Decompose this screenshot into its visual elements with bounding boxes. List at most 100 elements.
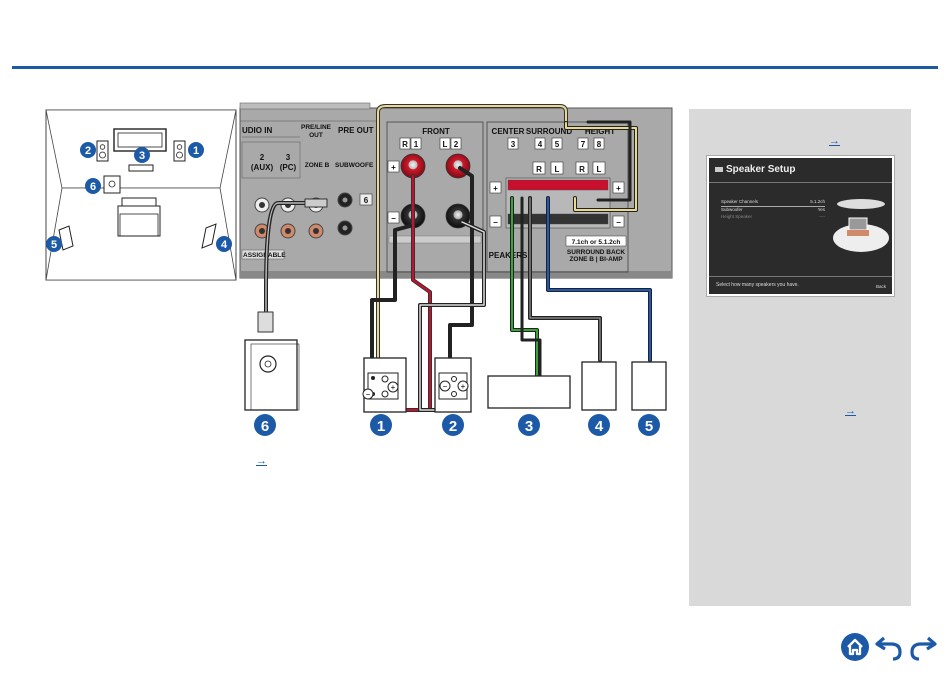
screen-back-label: Back — [875, 284, 886, 289]
svg-text:2: 2 — [454, 140, 459, 149]
callout-label: 4 — [221, 239, 228, 251]
callout-5-room: 5 — [46, 236, 62, 252]
callout-label: 2 — [85, 145, 91, 157]
pre-out-label: PRE OUT — [338, 126, 374, 135]
sidebar-reference-link-bottom[interactable]: → — [845, 405, 856, 417]
svg-text:R: R — [579, 165, 585, 174]
svg-text:4: 4 — [538, 140, 543, 149]
speaker-layout-preview-icon — [833, 199, 889, 252]
room-callouts: 1 2 3 6 5 4 — [46, 142, 232, 252]
svg-text:L: L — [597, 165, 602, 174]
input-2-label: 2 — [260, 153, 265, 162]
svg-text:+: + — [391, 383, 396, 392]
subwoofer-unit — [244, 339, 300, 411]
audio-in-label: UDIO IN — [242, 126, 272, 135]
callout-label: 5 — [51, 239, 57, 251]
reference-link[interactable]: → — [256, 455, 267, 467]
svg-text:−: − — [493, 218, 498, 227]
svg-text:7: 7 — [581, 140, 586, 149]
svg-text:+: + — [493, 184, 498, 193]
room-layout — [45, 109, 237, 281]
svg-text:R: R — [536, 165, 542, 174]
zone-b-label: ZONE B — [305, 162, 330, 169]
svg-text:L: L — [555, 165, 560, 174]
home-icon[interactable] — [840, 632, 870, 662]
speakers-label: PEAKERS — [489, 251, 528, 260]
svg-text:+: + — [391, 163, 396, 172]
callout-label: 1 — [193, 145, 199, 157]
callout-2: 2 — [442, 414, 464, 436]
screen-title: Speaker Setup — [715, 164, 795, 175]
center-speaker-icon — [128, 164, 154, 172]
sofa-icon — [117, 197, 161, 237]
callout-3-room: 3 — [134, 147, 150, 163]
setup-row: Height Speaker---- — [721, 214, 825, 219]
svg-text:3: 3 — [525, 418, 533, 435]
zone-b-biamp-label: ZONE B | BI-AMP — [569, 256, 623, 263]
undo-arrow-icon[interactable] — [874, 632, 904, 662]
redo-arrow-icon[interactable] — [908, 632, 938, 662]
svg-text:R: R — [402, 140, 408, 149]
subwoofer-out-label: SUBWOOFE — [335, 162, 374, 169]
input-3-label: 3 — [286, 153, 291, 162]
surround-right-speaker-unit — [581, 361, 617, 411]
svg-text:−: − — [616, 218, 621, 227]
channel-config-label: 7.1ch or 5.1.2ch — [572, 239, 621, 246]
callout-2-room: 2 — [80, 142, 96, 158]
front-label: FRONT — [422, 127, 450, 136]
svg-text:+: + — [616, 184, 621, 193]
input-3-sub: (PC) — [280, 163, 297, 172]
preline-out-label: OUT — [309, 132, 323, 139]
callout-6-room: 6 — [85, 178, 101, 194]
svg-text:−: − — [366, 390, 371, 399]
svg-text:3: 3 — [511, 140, 516, 149]
front-left-speaker-icon — [96, 140, 109, 162]
svg-text:1: 1 — [377, 418, 385, 435]
sidebar-reference-link-top[interactable]: → — [829, 135, 840, 147]
front-right-speaker-icon — [173, 140, 186, 162]
surround-back-label: SURROUND BACK — [567, 249, 625, 256]
front-right-speaker-unit: − + — [362, 357, 407, 413]
callout-4-room: 4 — [216, 236, 232, 252]
center-label: CENTER — [492, 127, 525, 136]
surround-label: SURROUND — [526, 127, 572, 136]
svg-text:L: L — [443, 140, 448, 149]
svg-text:−: − — [391, 214, 396, 223]
subwoofer-number-label: 6 — [364, 196, 369, 205]
svg-text:−: − — [443, 382, 448, 391]
svg-text:1: 1 — [414, 140, 419, 149]
callout-4: 4 — [588, 414, 610, 436]
svg-text:6: 6 — [261, 418, 269, 435]
surround-right-speaker-icon — [201, 223, 217, 249]
callout-3: 3 — [518, 414, 540, 436]
speaker-units: − + − + — [244, 339, 667, 413]
callout-1: 1 — [370, 414, 392, 436]
subwoofer-room-icon — [103, 175, 121, 194]
callout-label: 6 — [90, 181, 96, 193]
svg-text:2: 2 — [449, 418, 457, 435]
screen-hint: Select how many speakers you have. — [716, 282, 799, 288]
input-2-sub: (AUX) — [251, 163, 274, 172]
svg-text:4: 4 — [595, 418, 604, 435]
svg-text:5: 5 — [645, 418, 653, 435]
subwoofer-rca-plug — [257, 311, 274, 333]
svg-text:5: 5 — [555, 140, 560, 149]
svg-text:8: 8 — [597, 140, 602, 149]
svg-text:+: + — [461, 382, 466, 391]
cables — [257, 104, 652, 412]
header-rule — [12, 66, 938, 69]
callout-6: 6 — [254, 414, 276, 436]
preline-label: PRE/LINE — [301, 124, 332, 131]
height-label: HEIGHT — [585, 127, 615, 136]
callout-1-room: 1 — [188, 142, 204, 158]
front-left-speaker-unit: − + — [434, 357, 472, 413]
center-speaker-unit — [487, 375, 571, 409]
surround-left-speaker-unit — [631, 361, 667, 411]
callout-5: 5 — [638, 414, 660, 436]
callout-label: 3 — [139, 150, 145, 162]
